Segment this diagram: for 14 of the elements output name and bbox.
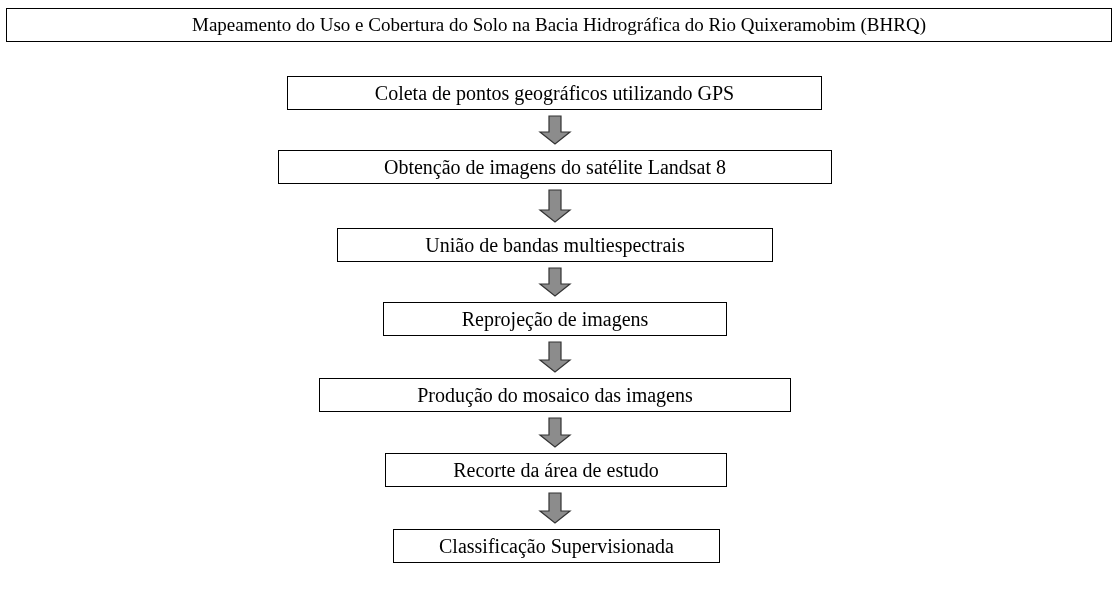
- block-arrow: [538, 417, 572, 448]
- process-box: Produção do mosaico das imagens: [319, 378, 791, 412]
- process-box: Reprojeção de imagens: [383, 302, 727, 336]
- block-arrow: [538, 189, 572, 223]
- process-box: União de bandas multiespectrais: [337, 228, 773, 262]
- block-arrow: [538, 115, 572, 145]
- process-box: Coleta de pontos geográficos utilizando GPS: [287, 76, 822, 110]
- process-box: Classificação Supervisionada: [393, 529, 720, 563]
- process-box: Obtenção de imagens do satélite Landsat 8: [278, 150, 832, 184]
- block-arrow: [538, 341, 572, 373]
- block-arrow: [538, 492, 572, 524]
- title-box: Mapeamento do Uso e Cobertura do Solo na Bacia Hidrográfica do Rio Quixeramobim (BHRQ): [6, 8, 1112, 42]
- process-box: Recorte da área de estudo: [385, 453, 727, 487]
- block-arrow: [538, 267, 572, 297]
